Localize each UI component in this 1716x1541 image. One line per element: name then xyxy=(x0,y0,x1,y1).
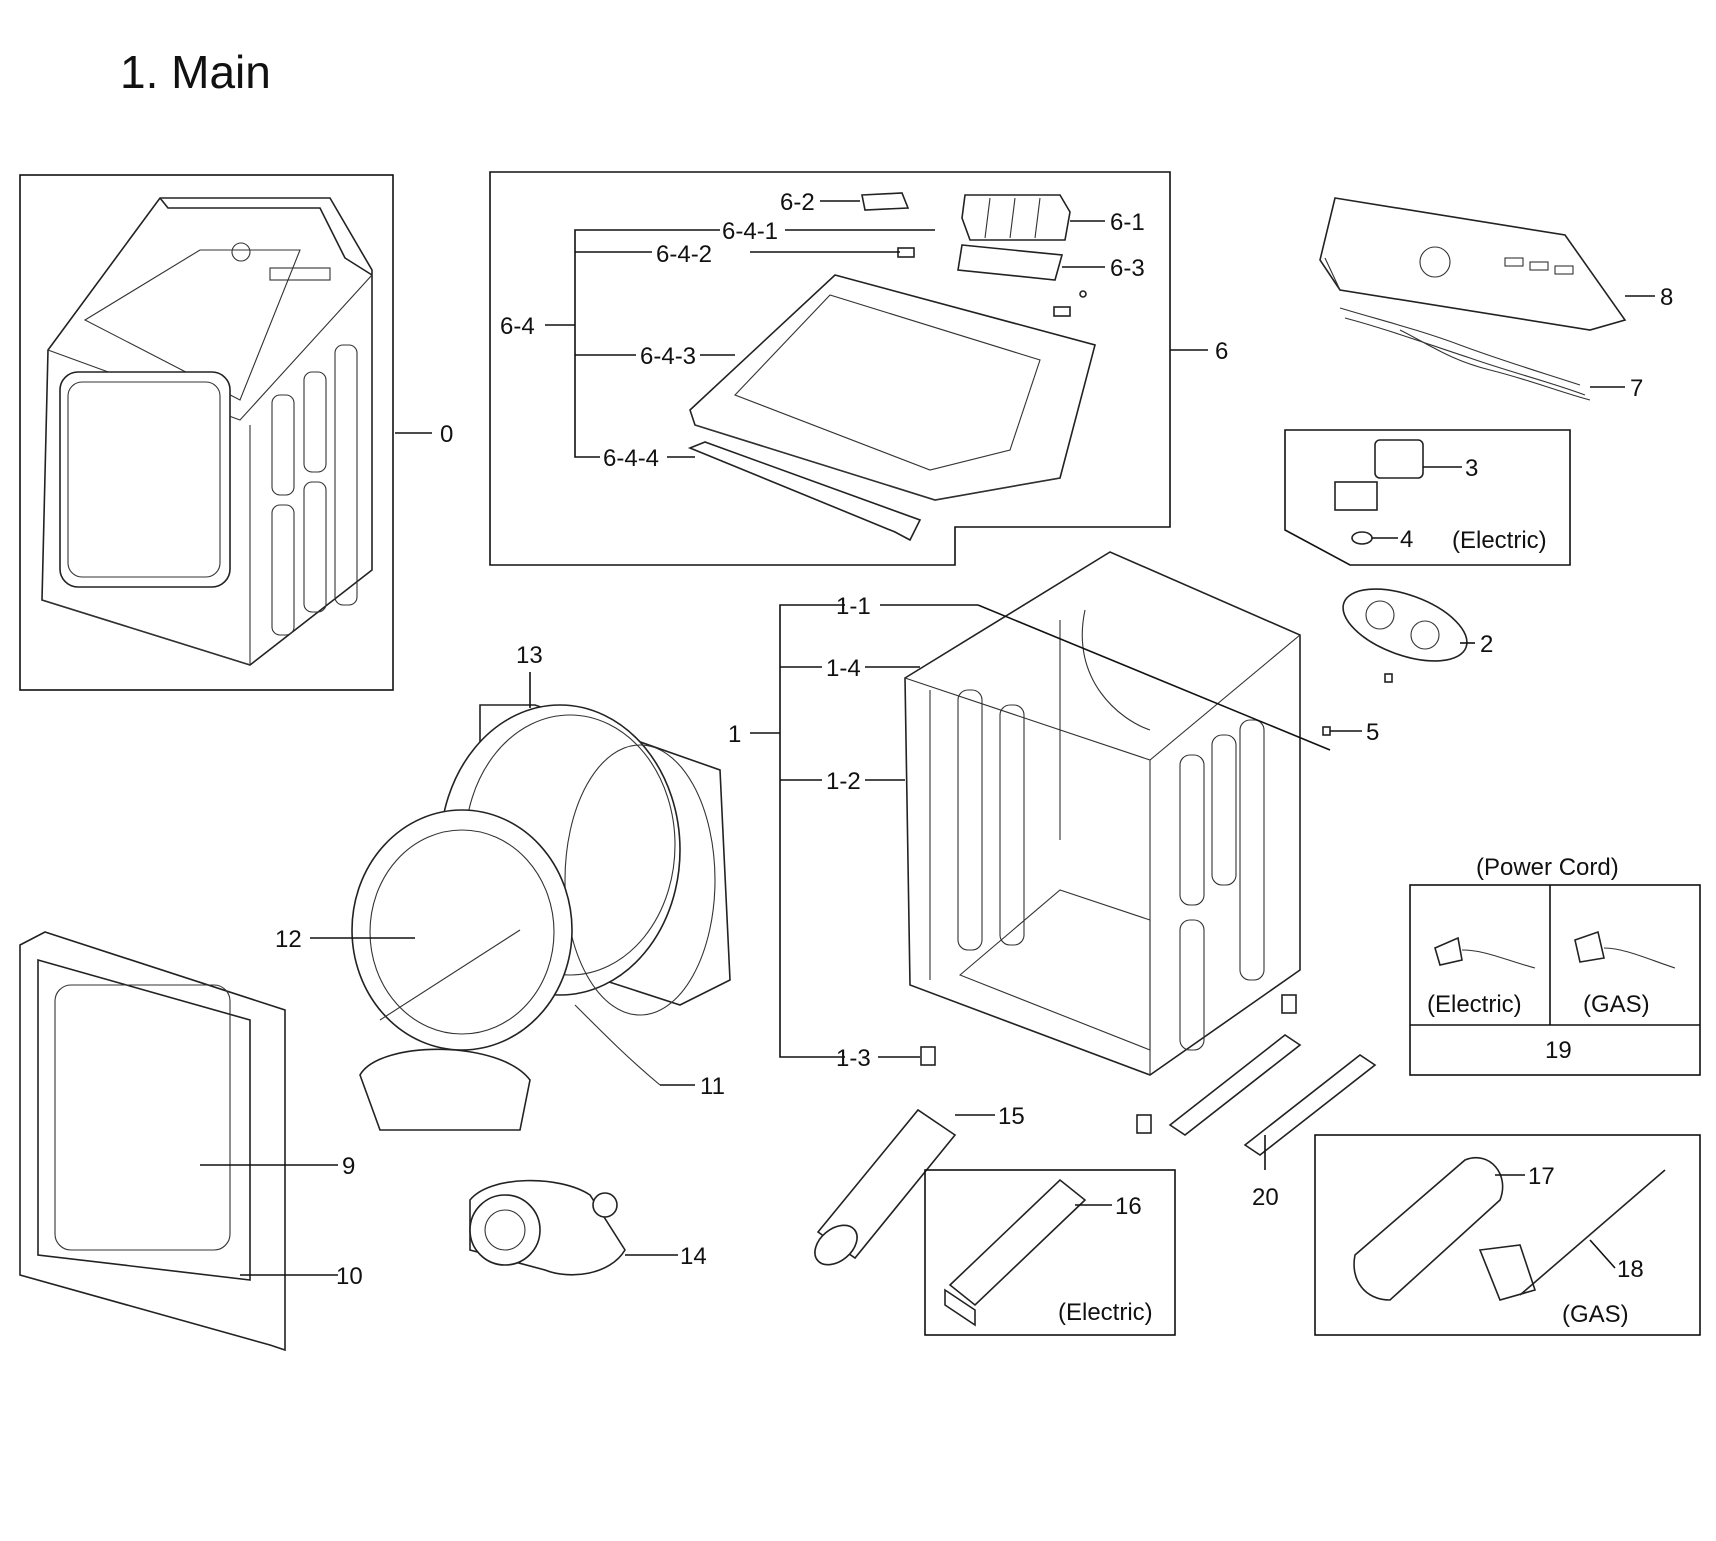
callout-17: 17 xyxy=(1528,1163,1555,1190)
diagram-title: 1. Main xyxy=(120,46,271,98)
part-9-10-door: 9 10 xyxy=(19,931,363,1352)
callout-6-2: 6-2 xyxy=(780,189,815,216)
part-16-heater-box: 16 (Electric) xyxy=(924,1169,1176,1336)
part-3-4-frame xyxy=(1284,429,1571,566)
gas-label-17-18: (GAS) xyxy=(1562,1301,1629,1328)
callout-16: 16 xyxy=(1115,1193,1142,1220)
part-16-frame xyxy=(924,1169,1176,1336)
callout-6-4-2: 6-4-2 xyxy=(656,241,712,268)
part-3-4-electric-box: 3 4 (Electric) xyxy=(1284,429,1571,566)
callout-15: 15 xyxy=(998,1103,1025,1130)
part-0-frame xyxy=(19,174,394,691)
electric-label-3-4: (Electric) xyxy=(1452,527,1547,554)
part-6-top-cover-assembly: 6-2 6-1 6-3 6-4-1 6-4-2 6-4-3 6-4-4 6-4 … xyxy=(489,171,1228,566)
callout-6-4-3: 6-4-3 xyxy=(640,343,696,370)
callout-5: 5 xyxy=(1366,719,1379,746)
callout-9: 9 xyxy=(342,1153,355,1180)
part-17-18-frame xyxy=(1314,1134,1701,1336)
callout-13: 13 xyxy=(516,642,543,669)
callout-1-1: 1-1 xyxy=(836,593,871,620)
callout-1-3: 1-3 xyxy=(836,1045,871,1072)
callout-14: 14 xyxy=(680,1243,707,1270)
callout-7: 7 xyxy=(1630,375,1643,402)
part-12-front-bulkhead: 12 xyxy=(275,809,573,1131)
callout-4: 4 xyxy=(1400,526,1413,553)
part-15-exhaust-duct: 15 xyxy=(814,1103,1025,1266)
callout-0: 0 xyxy=(440,421,453,448)
power-cord-gas-label: (GAS) xyxy=(1583,991,1650,1018)
part-7-wire-harness: 7 xyxy=(1339,307,1643,402)
callout-6-1: 6-1 xyxy=(1110,209,1145,236)
part-20-base-rails: 20 xyxy=(1168,1034,1377,1211)
callout-11: 11 xyxy=(700,1073,725,1100)
callout-1-2: 1-2 xyxy=(826,768,861,795)
part-2-vent-cover: 2 xyxy=(1342,588,1493,662)
callout-6-4-1: 6-4-1 xyxy=(722,218,778,245)
callout-2: 2 xyxy=(1480,631,1493,658)
callout-6-4-4: 6-4-4 xyxy=(603,445,659,472)
part-17-18-gas-box: 17 18 (GAS) xyxy=(1314,1134,1701,1336)
power-cord-header: (Power Cord) xyxy=(1476,854,1619,881)
part-0-dryer-assembly: 0 xyxy=(19,174,453,691)
callout-20: 20 xyxy=(1252,1184,1279,1211)
part-6-frame xyxy=(489,171,1171,566)
callout-3: 3 xyxy=(1465,455,1478,482)
part-14-blower-motor: 14 xyxy=(469,1179,707,1276)
callout-1: 1 xyxy=(728,721,741,748)
callout-18: 18 xyxy=(1617,1256,1644,1283)
callout-6: 6 xyxy=(1215,338,1228,365)
callout-1-4: 1-4 xyxy=(826,655,861,682)
callout-12: 12 xyxy=(275,926,302,953)
part-19-power-cord: (Power Cord) (Electric) (GAS) 19 xyxy=(1409,854,1701,1076)
callout-10: 10 xyxy=(336,1263,363,1290)
callout-8: 8 xyxy=(1660,284,1673,311)
part-8-control-panel: 8 xyxy=(1319,197,1673,331)
part-5-screw: 5 xyxy=(1322,673,1393,746)
callout-6-3: 6-3 xyxy=(1110,255,1145,282)
part-11-drum-seal: 11 xyxy=(574,1004,725,1100)
part-1-cabinet: 1-1 1-4 1-2 1-3 1 xyxy=(728,551,1331,1134)
callout-19: 19 xyxy=(1545,1037,1572,1064)
power-cord-electric-label: (Electric) xyxy=(1427,991,1522,1018)
electric-label-16: (Electric) xyxy=(1058,1299,1153,1326)
power-cord-frame xyxy=(1409,884,1701,1076)
callout-6-4: 6-4 xyxy=(500,313,535,340)
